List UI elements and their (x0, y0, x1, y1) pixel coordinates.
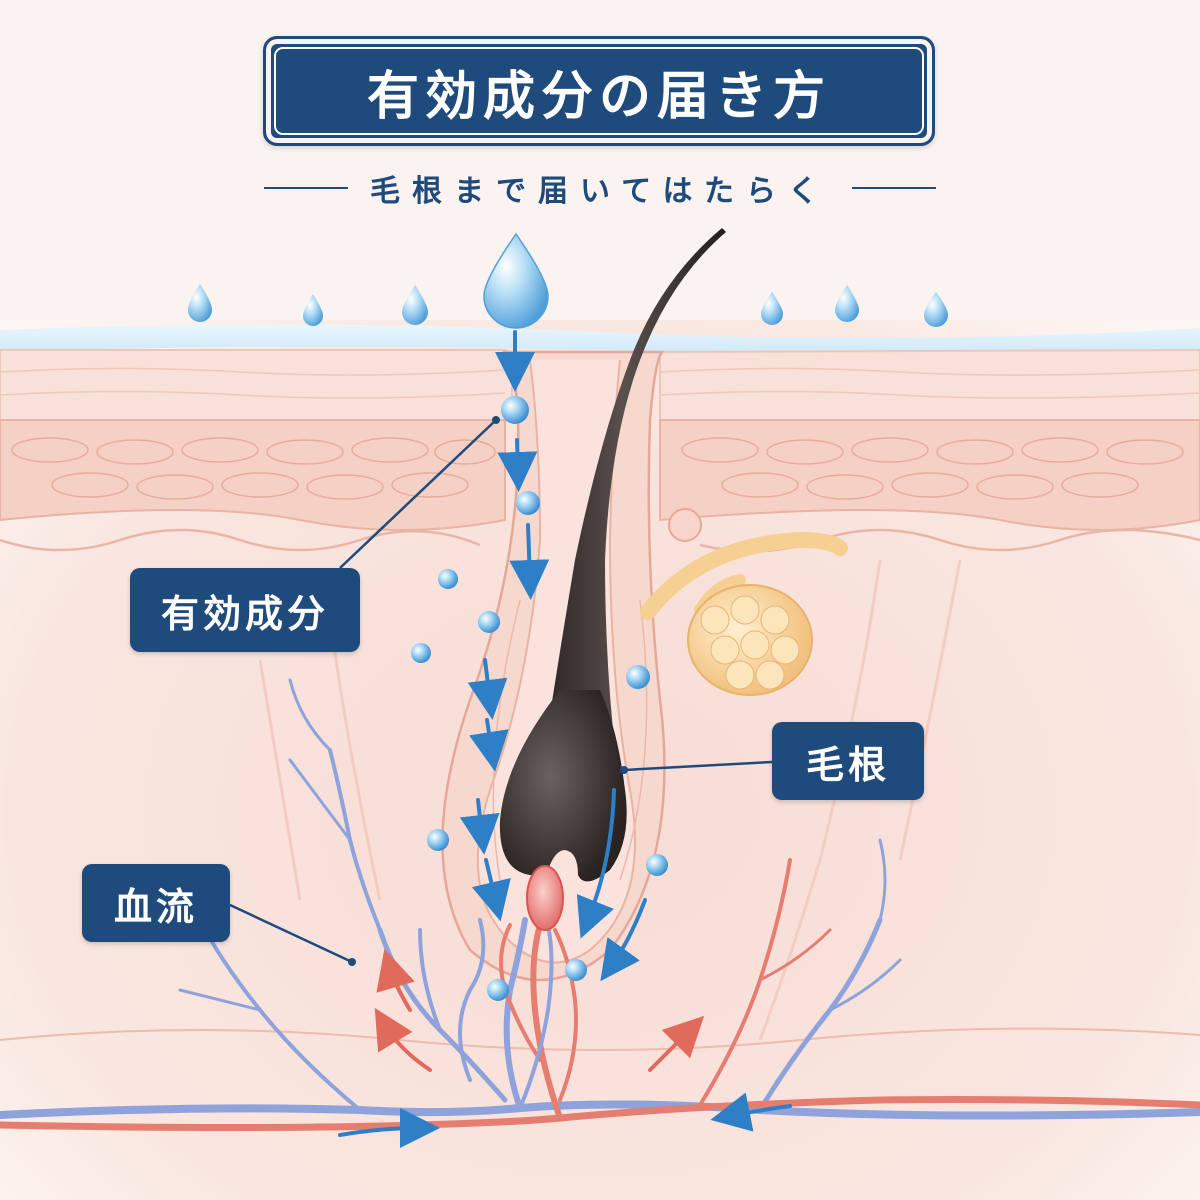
sebaceous-gland (687, 584, 813, 696)
water-droplets (188, 232, 948, 329)
label-active-ingredient: 有効成分 (130, 568, 360, 652)
leader-lines (229, 419, 773, 964)
deep-dermis-boundary (0, 1027, 1200, 1051)
label-hair-root: 毛根 (772, 722, 924, 800)
epidermis-cell-layer-right (659, 419, 1200, 531)
dermal-papilla (526, 865, 564, 931)
water-layer (0, 324, 1200, 355)
page-title: 有効成分の届き方 (366, 66, 831, 127)
subtitle: 毛根まで届いてはたらく (370, 174, 830, 209)
sebaceous-duct (640, 531, 848, 620)
ingredient-flow-arrows (459, 330, 647, 982)
blood-flow-arrows (338, 948, 792, 1149)
title-banner: 有効成分の届き方 (263, 36, 935, 146)
subtitle-rule-right (851, 187, 936, 189)
label-blood-flow: 血流 (82, 864, 230, 942)
subtitle-row: 毛根まで届いてはたらく (260, 166, 940, 210)
subtitle-rule-left (264, 187, 349, 189)
stratum-corneum (0, 349, 513, 421)
hair-shaft (540, 228, 726, 790)
ingredient-spheres (411, 396, 668, 1001)
hair-bulb (499, 690, 627, 882)
epidermis-line-pattern (0, 367, 1200, 399)
epidermis-cells (11, 437, 1184, 500)
dermal-fibers (258, 559, 962, 1041)
epidermis-cell-layer (0, 419, 506, 531)
stratum-corneum-right (659, 348, 1200, 421)
sweat-duct-circle (668, 508, 702, 542)
